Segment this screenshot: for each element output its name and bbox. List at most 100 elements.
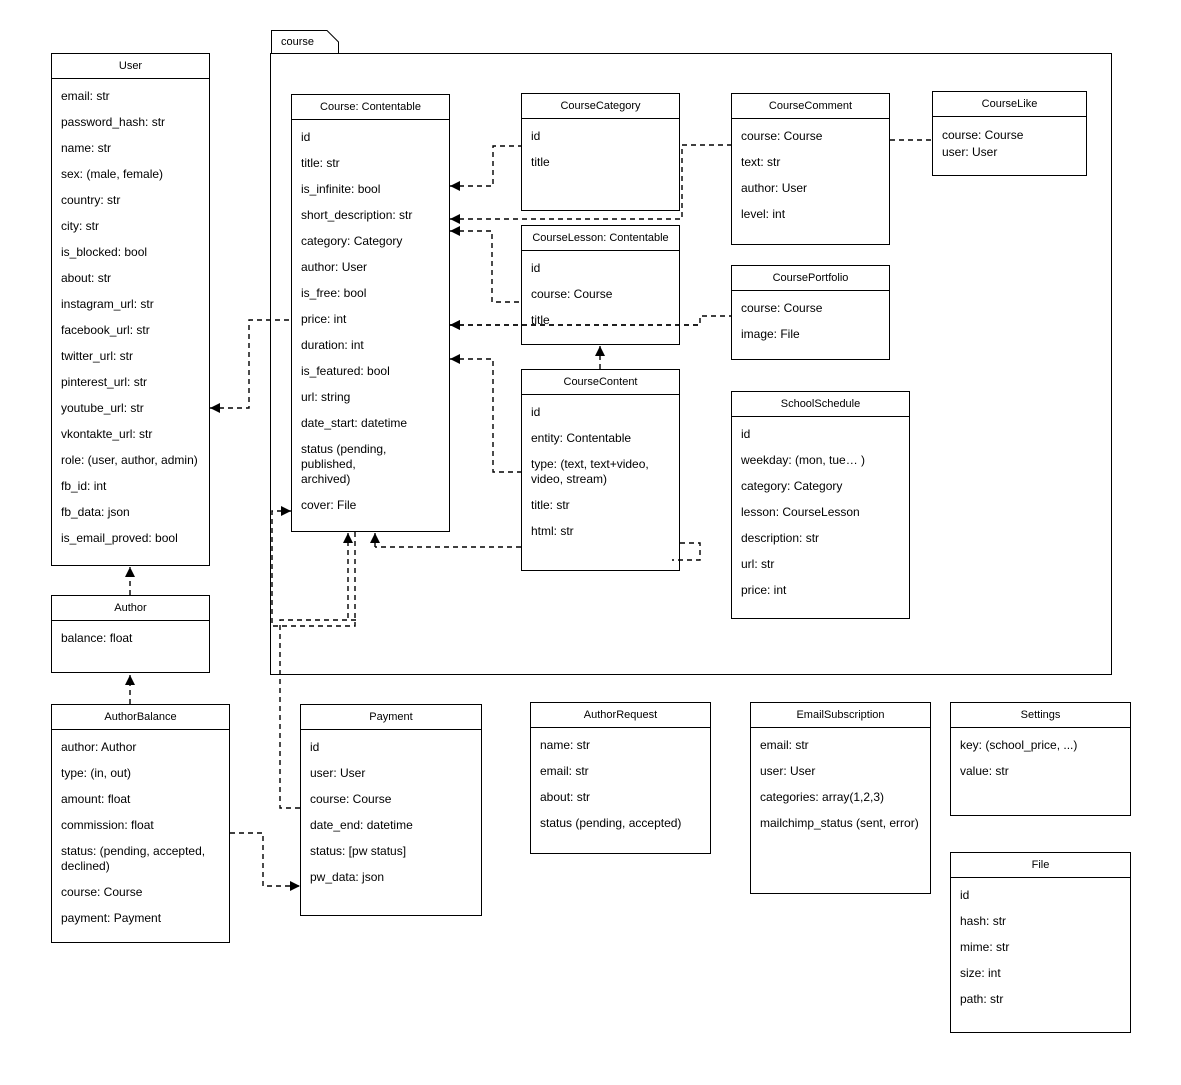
uml-attribute: type: (in, out) <box>61 766 132 780</box>
uml-attribute: hash: str <box>960 914 1007 928</box>
uml-class-title: Course: Contentable <box>292 95 449 120</box>
uml-attribute: fb_id: int <box>61 479 107 493</box>
uml-attribute: entity: Contentable <box>531 431 632 445</box>
uml-attribute: user: User <box>942 145 998 159</box>
uml-attribute: name: str <box>61 141 112 155</box>
uml-attribute: category: Category <box>301 234 403 248</box>
uml-attribute: level: int <box>741 207 786 221</box>
uml-attribute: role: (user, author, admin) <box>61 453 198 467</box>
package-tab-shape <box>271 30 339 54</box>
uml-attribute: duration: int <box>301 338 364 352</box>
uml-attribute: is_email_proved: bool <box>61 531 178 545</box>
uml-attribute: weekday: (mon, tue… ) <box>741 453 866 467</box>
uml-class-coursecomment[interactable]: CourseComment course: Course text: str auth… <box>731 93 890 245</box>
uml-attribute: text: str <box>741 155 781 169</box>
uml-class-author[interactable]: Author balance: float <box>51 595 210 673</box>
uml-attribute: commission: float <box>61 818 154 832</box>
uml-attribute: author: Author <box>61 740 137 754</box>
uml-attribute: about: str <box>61 271 112 285</box>
package-tab: course <box>271 30 339 54</box>
uml-attribute: course: Course <box>741 129 823 143</box>
uml-attribute: price: int <box>301 312 347 326</box>
uml-attribute: about: str <box>540 790 591 804</box>
uml-attribute: author: User <box>741 181 808 195</box>
uml-attribute: course: Course <box>531 287 613 301</box>
connector-author-inherits-user <box>125 567 135 595</box>
uml-attribute: mailchimp_status (sent, error) <box>760 816 919 830</box>
uml-class-attributes: key: (school_price, ...)value: str <box>951 728 1130 787</box>
uml-class-title: SchoolSchedule <box>732 392 909 417</box>
uml-attribute: id <box>960 888 970 902</box>
uml-attribute: user: User <box>310 766 366 780</box>
uml-attribute: instagram_url: str <box>61 297 154 311</box>
uml-attribute: id <box>531 405 541 419</box>
uml-attribute: youtube_url: str <box>61 401 144 415</box>
connector-arrowhead <box>125 675 135 685</box>
uml-class-attributes: balance: float <box>52 621 209 654</box>
uml-class-courselike[interactable]: CourseLike course: Course user: User <box>932 91 1087 176</box>
uml-attribute: lesson: CourseLesson <box>741 505 860 519</box>
uml-attribute: short_description: str <box>301 208 413 222</box>
uml-attribute: path: str <box>960 992 1004 1006</box>
uml-attribute: id <box>531 129 541 143</box>
uml-attribute: title <box>531 155 550 169</box>
uml-attribute: size: int <box>960 966 1001 980</box>
uml-attribute: status: (pending, accepted, declined) <box>61 844 206 873</box>
uml-class-attributes: id user: User course: Course date_end: date… <box>301 730 481 893</box>
uml-class-coursecategory[interactable]: CourseCategory id title <box>521 93 680 211</box>
uml-attribute: title: str <box>301 156 340 170</box>
uml-attribute: type: (text, text+video, video, stream) <box>531 457 649 486</box>
uml-attribute: date_end: datetime <box>310 818 413 832</box>
uml-attribute: is_blocked: bool <box>61 245 148 259</box>
uml-attribute: image: File <box>741 327 800 341</box>
uml-class-title: EmailSubscription <box>751 703 930 728</box>
uml-class-title: CourseLike <box>933 92 1086 117</box>
connector-authorbalance-to-payment <box>230 832 300 891</box>
uml-attribute: course: Course <box>310 792 392 806</box>
uml-attribute: payment: Payment <box>61 911 162 925</box>
uml-attribute: url: str <box>741 557 775 571</box>
uml-attribute: email: str <box>61 89 110 103</box>
uml-class-title: CourseCategory <box>522 94 679 119</box>
uml-attribute: user: User <box>760 764 816 778</box>
uml-attribute: title: str <box>531 498 570 512</box>
uml-attribute: is_free: bool <box>301 286 367 300</box>
uml-attribute: facebook_url: str <box>61 323 150 337</box>
uml-attribute: password_hash: str <box>61 115 166 129</box>
uml-class-title: Author <box>52 596 209 621</box>
uml-attribute: status: [pw status] <box>310 844 407 858</box>
uml-attribute: balance: float <box>61 631 133 645</box>
uml-class-title: File <box>951 853 1130 878</box>
uml-class-attributes: course: Course user: User <box>933 117 1086 169</box>
uml-class-title: CourseComment <box>732 94 889 119</box>
uml-attribute: course: Course <box>61 885 143 899</box>
uml-attribute: cover: File <box>301 498 357 512</box>
uml-attribute: id <box>531 261 541 275</box>
uml-attribute: html: str <box>531 524 574 538</box>
connector-arrowhead <box>125 567 135 577</box>
uml-class-title: AuthorRequest <box>531 703 710 728</box>
uml-attribute: id <box>741 427 751 441</box>
uml-attribute: course: Course <box>942 128 1024 142</box>
uml-attribute: fb_data: json <box>61 505 130 519</box>
uml-attribute: id <box>310 740 320 754</box>
uml-class-title: Settings <box>951 703 1130 728</box>
uml-attribute: value: str <box>960 764 1009 778</box>
